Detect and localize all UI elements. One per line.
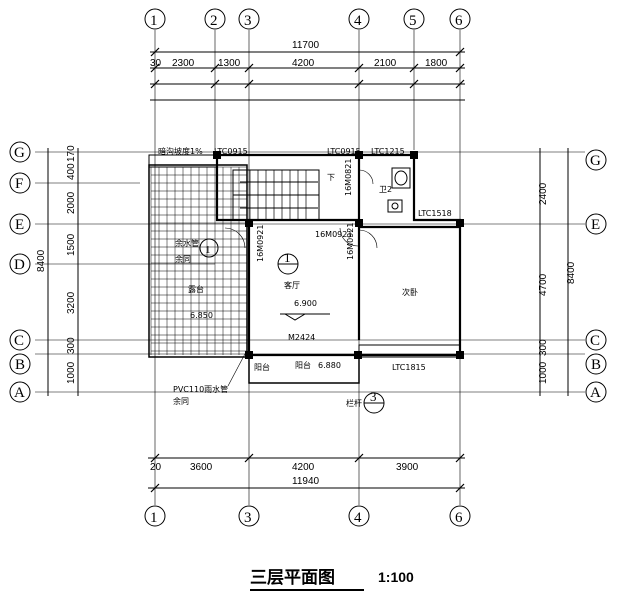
svg-text:B: B (591, 357, 601, 373)
label-bedroom: 次卧 (402, 287, 418, 297)
dim-bottom-1: 3600 (190, 462, 213, 473)
label-ltc1215: LTC1215 (371, 147, 405, 156)
label-ltc0915-a: LTC0915 (214, 147, 248, 156)
top-dimensions: 11700 30 2300 1300 4200 2100 1800 (150, 40, 465, 101)
svg-text:G: G (14, 145, 25, 161)
dim-top-4: 2100 (374, 58, 397, 69)
dim-top-0: 30 (150, 58, 162, 69)
section-2: 1 (205, 244, 211, 256)
left-dimensions: 8400 170 400 2000 1500 3200 300 1000 (36, 145, 79, 396)
svg-text:C: C (590, 333, 600, 349)
label-slope: 暗沟坡度1% (158, 146, 203, 156)
horizontal-axis-lines (35, 151, 585, 393)
wc-fixtures (387, 167, 411, 213)
label-ltc0915-b: LTC0915 (327, 147, 361, 156)
svg-text:4: 4 (354, 510, 362, 526)
svg-text:E: E (591, 217, 600, 233)
label-living-room: 客厅 (284, 280, 300, 290)
svg-text:300: 300 (66, 337, 77, 354)
svg-text:4700: 4700 (538, 273, 549, 296)
svg-text:3200: 3200 (66, 291, 77, 314)
label-ltc1518: LTC1518 (418, 209, 452, 218)
dim-top-2: 1300 (218, 58, 241, 69)
label-pipe: PVC110雨水管 (173, 384, 228, 394)
dim-top-3: 4200 (292, 58, 315, 69)
label-rail: 栏杆 (346, 398, 362, 408)
drawing-title: 三层平面图 (250, 568, 335, 588)
dim-bottom-2: 4200 (292, 462, 315, 473)
svg-text:A: A (14, 385, 25, 401)
top-axis-bubbles: 1 2 3 4 5 6 (144, 8, 471, 30)
label-wc: 卫2 (379, 185, 392, 194)
label-m0921-b: 16M0921 (256, 225, 265, 262)
svg-text:1: 1 (150, 510, 158, 526)
section-markers (199, 238, 385, 414)
label-terrace: 露台 (188, 284, 204, 294)
svg-text:4: 4 (354, 13, 362, 29)
svg-text:C: C (14, 333, 24, 349)
door-swings (224, 169, 378, 249)
label-living-elev: 6.900 (294, 299, 317, 308)
svg-text:300: 300 (538, 339, 549, 356)
svg-text:170: 170 (66, 145, 77, 162)
label-down: 下 (327, 173, 335, 182)
svg-text:1000: 1000 (538, 361, 549, 384)
svg-text:1000: 1000 (66, 361, 77, 384)
right-dimensions: 2400 4700 300 1000 8400 (538, 148, 577, 396)
svg-text:B: B (15, 357, 25, 373)
dim-bottom-3: 3900 (396, 462, 419, 473)
label-pipe2: 余同 (173, 396, 189, 406)
svg-text:3: 3 (244, 13, 252, 29)
section-3: 3 (370, 389, 377, 404)
bottom-axis-bubbles: 1 3 4 6 (144, 505, 471, 527)
label-terrace-elev: 6.850 (190, 311, 213, 320)
elevation-marks (280, 313, 330, 321)
svg-text:400: 400 (66, 163, 77, 180)
svg-text:6: 6 (455, 13, 463, 29)
drawing-scale: 1:100 (378, 569, 414, 585)
dim-bottom-total: 11940 (292, 476, 320, 487)
terrace-tiles (148, 154, 248, 358)
svg-text:F: F (15, 176, 23, 192)
svg-text:D: D (14, 257, 25, 273)
svg-text:8400: 8400 (566, 261, 577, 284)
label-balcony-elev: 6.880 (318, 361, 341, 370)
label-note-b: 余同 (175, 254, 191, 264)
right-axis-bubbles: G E C B A (585, 149, 607, 403)
label-balcony-side: 阳台 (254, 362, 270, 372)
vertical-axis-lines (154, 30, 461, 505)
label-m2424: M2424 (288, 333, 315, 342)
svg-text:3: 3 (244, 510, 252, 526)
svg-text:8400: 8400 (36, 249, 47, 272)
bottom-dimensions: 20 3600 4200 3900 11940 (148, 453, 465, 493)
svg-text:E: E (15, 217, 24, 233)
pipe-leader (227, 351, 247, 387)
label-m0921-c: 16M0921 (346, 223, 355, 260)
dim-top-total: 11700 (292, 40, 320, 51)
left-axis-bubbles: G F E D C B A (9, 141, 31, 403)
svg-text:A: A (590, 385, 601, 401)
svg-text:6: 6 (455, 510, 463, 526)
svg-text:G: G (590, 153, 601, 169)
svg-text:5: 5 (409, 13, 417, 29)
svg-text:2: 2 (210, 13, 218, 29)
label-m0921-a: 16M0921 (315, 230, 352, 239)
section-1: 1 (284, 250, 291, 265)
svg-text:1: 1 (150, 13, 158, 29)
label-m0821: 16M0821 (344, 159, 353, 196)
svg-text:1500: 1500 (66, 233, 77, 256)
label-balcony: 阳台 (295, 360, 311, 370)
svg-text:2000: 2000 (66, 191, 77, 214)
label-ltc1815: LTC1815 (392, 363, 426, 372)
balcony (248, 344, 461, 384)
staircase (232, 169, 320, 221)
label-note-a: 余水管 (175, 238, 199, 248)
dim-top-1: 2300 (172, 58, 195, 69)
dim-top-5: 1800 (425, 58, 448, 69)
svg-text:2400: 2400 (538, 182, 549, 205)
dim-bottom-0: 20 (150, 462, 162, 473)
